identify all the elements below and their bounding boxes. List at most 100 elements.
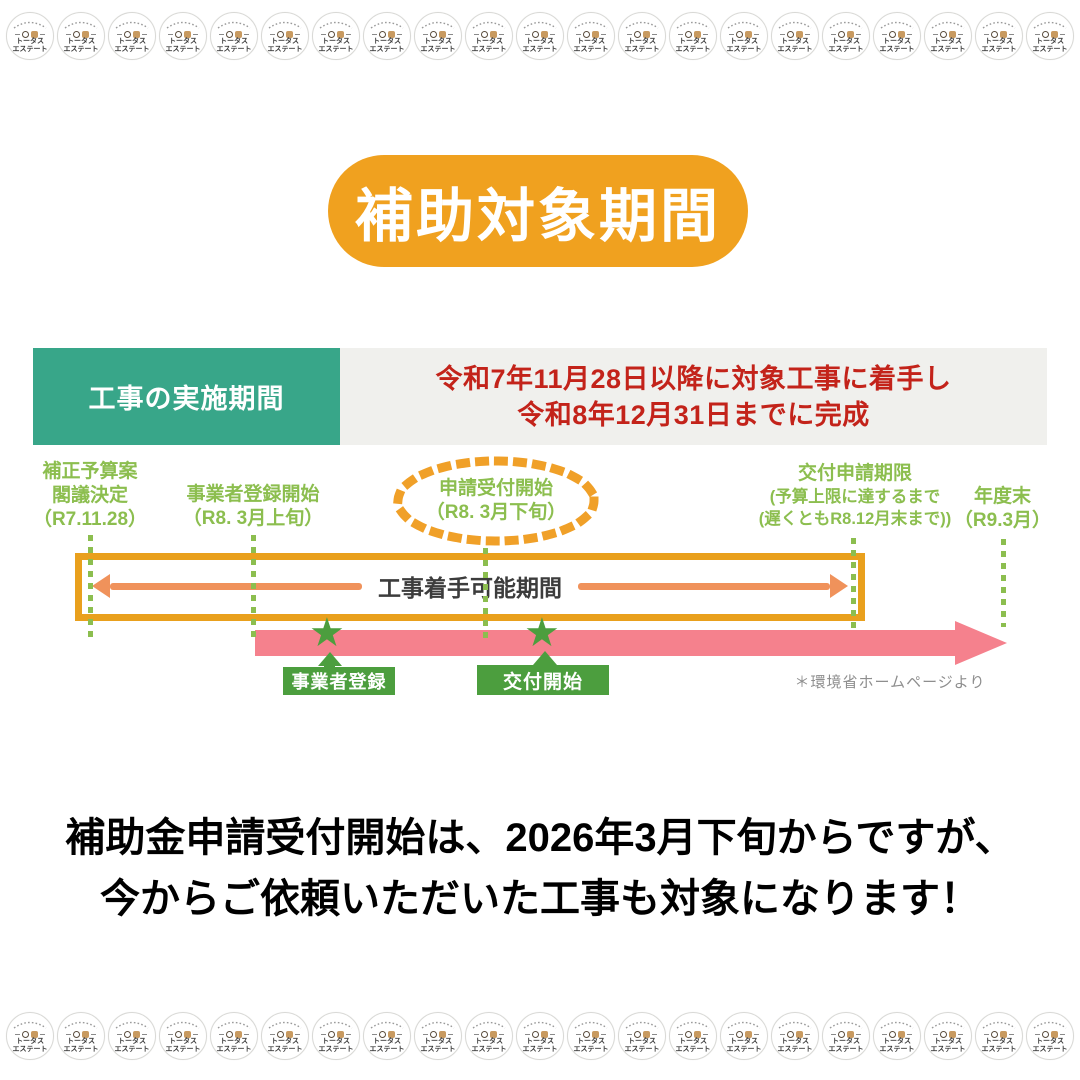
badge-icon-row — [831, 1030, 861, 1038]
badge-brand-line2: エステート — [930, 1046, 966, 1053]
badge-brand-line2: エステート — [318, 46, 354, 53]
source-note: ＊環境省ホームページより — [794, 674, 986, 691]
dash-icon — [984, 1033, 989, 1035]
badge-arc-decoration — [470, 1018, 508, 1029]
brand-badge: トータス エステート — [414, 1012, 462, 1060]
house-icon — [745, 1030, 752, 1038]
logo-strip: トータス エステート トータス エステート — [0, 1012, 1080, 1064]
badge-brand-line1: トータス — [16, 1038, 44, 1045]
brand-badge: トータス エステート — [516, 1012, 564, 1060]
tortoise-face-icon — [430, 1030, 437, 1038]
brand-badge: トータス エステート — [567, 12, 615, 60]
milestone-cabinet-decision: 補正予算案 閣議決定 （R7.11.28） — [10, 460, 170, 532]
badge-brand-line2: エステート — [63, 46, 99, 53]
badge-brand-line2: エステート — [1032, 1046, 1068, 1053]
milestone-line: 閣議決定 — [51, 485, 128, 506]
construction-period-label: 工事着手可能期間 — [378, 575, 562, 601]
house-icon — [592, 30, 599, 38]
tortoise-face-icon — [73, 1030, 80, 1038]
badge-brand-line2: エステート — [267, 1046, 303, 1053]
badge-brand-line2: エステート — [522, 46, 558, 53]
dash-icon — [627, 33, 632, 35]
badge-arc-decoration — [827, 18, 865, 29]
badge-brand-line2: エステート — [879, 46, 915, 53]
dash-icon — [856, 1033, 861, 1035]
badge-brand-line1: トータス — [628, 38, 656, 45]
badge-brand-line2: エステート — [522, 1046, 558, 1053]
badge-icon-row — [882, 1030, 912, 1038]
arrow-right-icon — [830, 574, 848, 598]
house-icon — [31, 30, 38, 38]
brand-badge: トータス エステート — [363, 12, 411, 60]
badge-brand-line1: トータス — [781, 1038, 809, 1045]
brand-badge: トータス エステート — [159, 12, 207, 60]
tortoise-face-icon — [226, 30, 233, 38]
brand-badge: トータス エステート — [465, 12, 513, 60]
brand-badge: トータス エステート — [312, 1012, 360, 1060]
header-right-line2: 令和8年12月31日までに完成 — [517, 399, 870, 430]
house-icon — [1051, 1030, 1058, 1038]
badge-icon-row — [372, 1030, 402, 1038]
tortoise-face-icon — [940, 1030, 947, 1038]
dash-icon — [831, 1033, 836, 1035]
badge-brand-line1: トータス — [271, 1038, 299, 1045]
brand-badge: トータス エステート — [1026, 1012, 1074, 1060]
badge-brand-line1: トータス — [373, 38, 401, 45]
dash-icon — [780, 33, 785, 35]
brand-badge: トータス エステート — [975, 12, 1023, 60]
milestone-line: (遅くともR8.12月末まで)) — [758, 510, 952, 528]
badge-arc-decoration — [470, 18, 508, 29]
dash-icon — [219, 33, 224, 35]
dash-icon — [117, 33, 122, 35]
badge-brand-line1: トータス — [679, 1038, 707, 1045]
house-icon — [643, 1030, 650, 1038]
badge-brand-line1: トータス — [169, 38, 197, 45]
badge-arc-decoration — [215, 1018, 253, 1029]
header-left-label: 工事の実施期間 — [33, 348, 340, 445]
badge-brand-line2: エステート — [624, 1046, 660, 1053]
badge-icon-row — [1035, 1030, 1065, 1038]
dash-icon — [91, 1033, 96, 1035]
badge-arc-decoration — [11, 1018, 49, 1029]
milestone-application-start: 申請受付開始 （R8. 3月下旬） — [400, 477, 592, 525]
brand-badge: トータス エステート — [771, 1012, 819, 1060]
dash-icon — [321, 1033, 326, 1035]
badge-brand-line1: トータス — [169, 1038, 197, 1045]
dash-icon — [678, 1033, 683, 1035]
badge-arc-decoration — [164, 18, 202, 29]
milestone-line: (予算上限に達するまで — [769, 488, 941, 506]
badge-arc-decoration — [725, 18, 763, 29]
dotted-line-4 — [851, 538, 856, 632]
event-label-registration: 事業者登録 — [283, 667, 395, 695]
badge-arc-decoration — [419, 1018, 457, 1029]
dash-icon — [805, 1033, 810, 1035]
milestone-line: 年度末 — [973, 486, 1031, 507]
badge-icon-row — [729, 1030, 759, 1038]
badge-brand-line2: エステート — [981, 1046, 1017, 1053]
badge-brand-line1: トータス — [883, 1038, 911, 1045]
badge-icon-row — [474, 30, 504, 38]
badge-arc-decoration — [11, 18, 49, 29]
dash-icon — [270, 33, 275, 35]
dash-icon — [525, 1033, 530, 1035]
dash-icon — [244, 1033, 249, 1035]
badge-icon-row — [780, 1030, 810, 1038]
tortoise-face-icon — [124, 30, 131, 38]
badge-brand-line1: トータス — [67, 38, 95, 45]
timeline-arrowhead-icon — [955, 621, 1007, 665]
dash-icon — [958, 33, 963, 35]
badge-brand-line1: トータス — [118, 1038, 146, 1045]
badge-brand-line2: エステート — [267, 46, 303, 53]
tortoise-face-icon — [226, 1030, 233, 1038]
tortoise-face-icon — [685, 1030, 692, 1038]
tortoise-face-icon — [73, 30, 80, 38]
dash-icon — [703, 33, 708, 35]
badge-brand-line2: エステート — [216, 1046, 252, 1053]
badge-brand-line2: エステート — [63, 1046, 99, 1053]
dash-icon — [831, 33, 836, 35]
brand-badge: トータス エステート — [618, 1012, 666, 1060]
badge-brand-line2: エステート — [828, 1046, 864, 1053]
timeline-diagram: 補正予算案 閣議決定 （R7.11.28） 事業者登録開始 （R8. 3月上旬）… — [0, 455, 1080, 710]
dash-icon — [678, 33, 683, 35]
